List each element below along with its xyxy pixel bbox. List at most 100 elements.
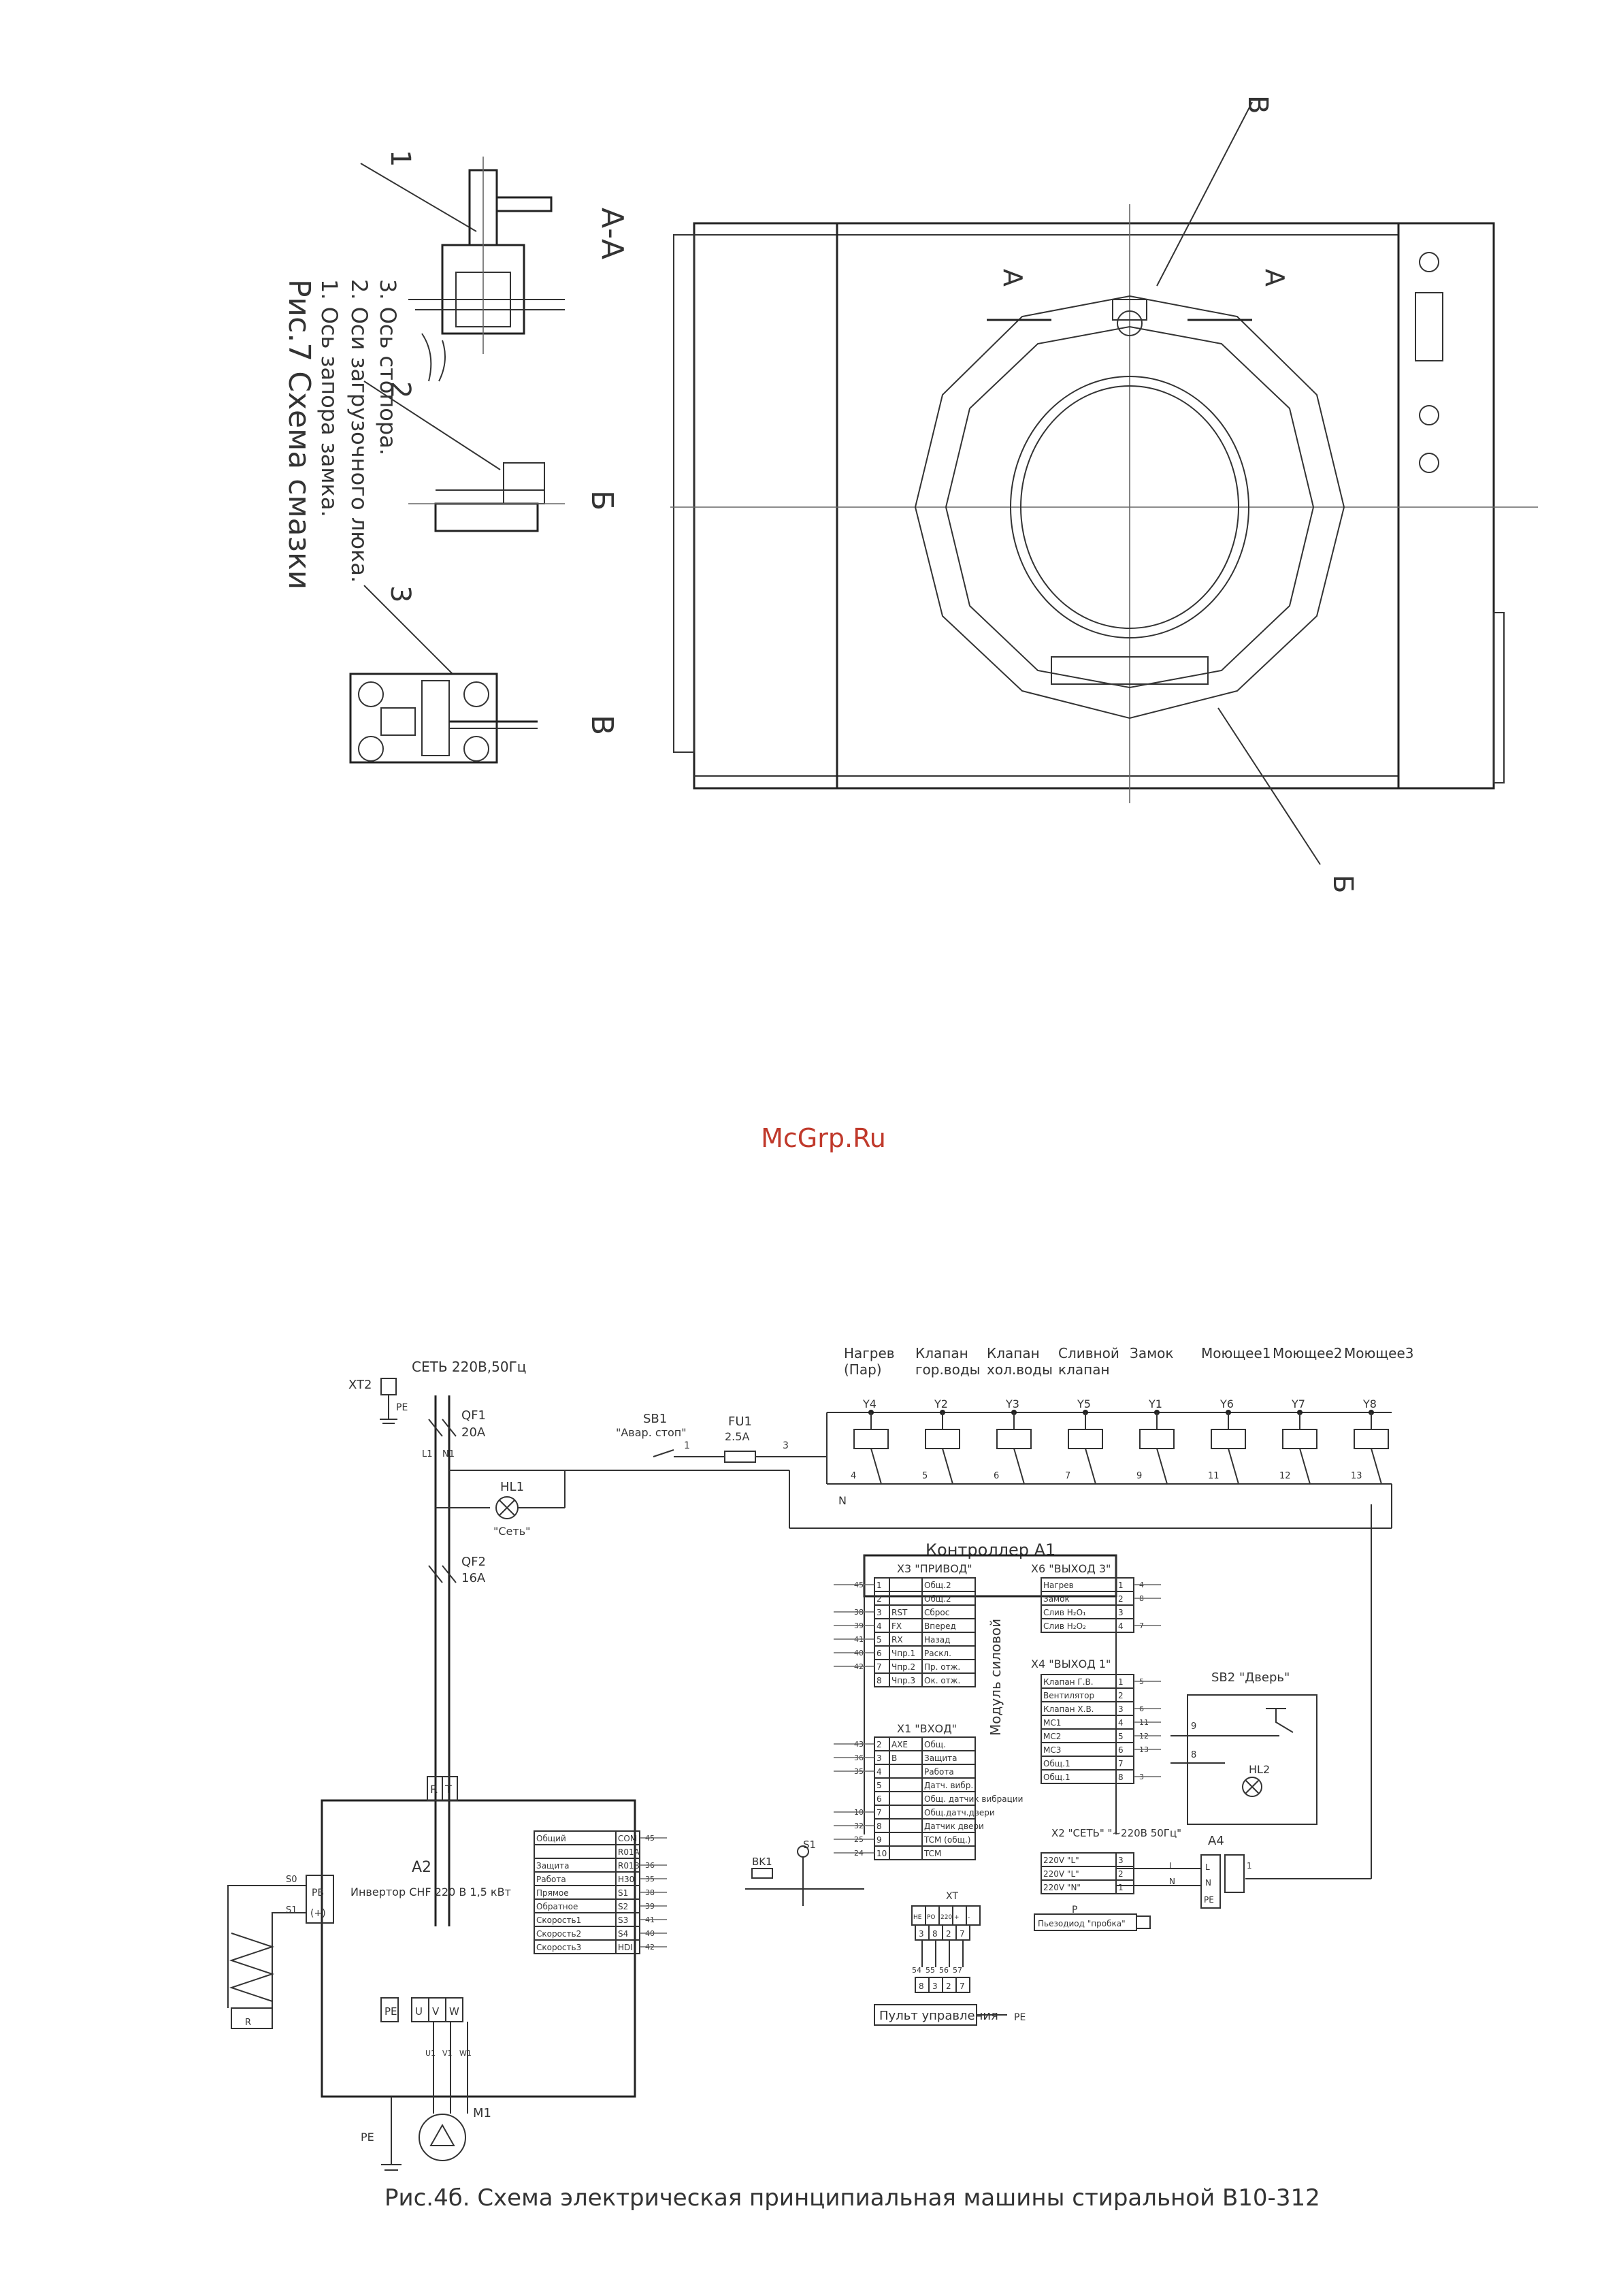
load-ref: Y8 bbox=[1362, 1397, 1377, 1410]
lubrication-item-2: 2. Оси загрузочного люка. bbox=[346, 279, 372, 583]
qf2-label: QF2 bbox=[461, 1555, 486, 1569]
callout-3: 3 bbox=[384, 585, 416, 602]
load-label: Клапан bbox=[915, 1345, 968, 1361]
connector-n: 9 bbox=[877, 1835, 882, 1845]
xt-head-label: 220 bbox=[940, 1914, 952, 1921]
motor-wire: V1 bbox=[442, 2049, 453, 2058]
connector-label: Общ. bbox=[924, 1740, 946, 1749]
sb1-label: SB1 bbox=[643, 1412, 667, 1426]
connector-label: Защита bbox=[924, 1753, 957, 1763]
lubrication-caption-block: Рис.7 Схема смазки 1. Ось запора замка. … bbox=[282, 279, 401, 589]
connector-code: RX bbox=[891, 1635, 903, 1645]
connector-cell bbox=[1115, 1879, 1134, 1894]
connector-label: Ок. отж. bbox=[924, 1676, 960, 1685]
load-label: Сливной bbox=[1058, 1345, 1119, 1361]
pb-label: PB bbox=[312, 1888, 324, 1898]
load-return bbox=[1299, 1448, 1311, 1485]
xt-head-label: PO bbox=[927, 1914, 936, 1921]
connector-label: Замок bbox=[1043, 1594, 1070, 1604]
connector-label: Назад bbox=[924, 1635, 950, 1645]
load-coil bbox=[996, 1429, 1032, 1449]
connector-label: Клапан Г.В. bbox=[1043, 1677, 1094, 1687]
load-label: Моющее1 bbox=[1201, 1345, 1271, 1361]
load-ref: Y5 bbox=[1077, 1397, 1091, 1410]
s1-label: S1 bbox=[803, 1839, 816, 1851]
connector-code: B bbox=[891, 1753, 897, 1763]
load-return bbox=[1228, 1448, 1239, 1485]
connector-label: 220V "N" bbox=[1043, 1883, 1081, 1892]
connector-cell bbox=[889, 1577, 923, 1592]
qf1-rating: 20A bbox=[461, 1425, 486, 1440]
hl1-label: HL1 bbox=[500, 1480, 524, 1494]
connector-label: Общ.1 bbox=[1043, 1759, 1070, 1768]
section-mark-left: А bbox=[998, 269, 1028, 287]
connector-n: 1 bbox=[877, 1581, 882, 1590]
connector-code: R01B bbox=[618, 1861, 640, 1871]
load-wire: 11 bbox=[1208, 1471, 1219, 1481]
connector-label: Общ.2 bbox=[924, 1594, 951, 1604]
connector-n: 2 bbox=[1118, 1594, 1124, 1604]
sb1-caption: "Авар. стоп" bbox=[616, 1426, 687, 1439]
connector-label: Слив Н₂О₂ bbox=[1043, 1621, 1086, 1631]
load-ref: Y7 bbox=[1291, 1397, 1305, 1410]
load-wire: 6 bbox=[994, 1471, 999, 1481]
connector-label: Датчик двери bbox=[924, 1822, 984, 1831]
load-ref: Y2 bbox=[934, 1397, 948, 1410]
connector-cell bbox=[921, 1672, 976, 1687]
xt-pin-bottom: 2 bbox=[946, 1982, 951, 1991]
power-module-label: Модуль силовой bbox=[987, 1619, 1004, 1736]
connector-label: Сброс bbox=[924, 1608, 949, 1617]
connector-code: R01A bbox=[618, 1847, 640, 1857]
connector-code: S3 bbox=[618, 1915, 628, 1925]
load-label: Нагрев bbox=[844, 1345, 895, 1361]
motor-terminal bbox=[380, 1997, 399, 2022]
connector-cell bbox=[889, 1764, 923, 1779]
sb2-wire-9: 9 bbox=[1191, 1721, 1196, 1732]
connector-label: Общий bbox=[536, 1834, 566, 1843]
controller-title: Контроллер А1 bbox=[926, 1540, 1055, 1559]
connector-label: МС2 bbox=[1043, 1732, 1061, 1741]
connector-label: Обратное bbox=[536, 1902, 578, 1911]
a4-wire-1: 1 bbox=[1247, 1861, 1252, 1871]
view-b-label: Б bbox=[585, 490, 619, 511]
load-wire: 7 bbox=[1065, 1471, 1070, 1481]
load-wire: 13 bbox=[1351, 1471, 1362, 1481]
connector-n: 3 bbox=[1118, 1608, 1124, 1617]
load-wire: 4 bbox=[851, 1471, 856, 1481]
connector-label: Скорость2 bbox=[536, 1929, 581, 1939]
load-return bbox=[942, 1448, 953, 1485]
pb-wire-s0: S0 bbox=[286, 1875, 297, 1885]
load-wire: 5 bbox=[922, 1471, 928, 1481]
motor-terminal-label: PE bbox=[384, 2005, 397, 2018]
connector-cell bbox=[889, 1805, 923, 1820]
detail-v: 3 В bbox=[349, 585, 619, 764]
connector-n: 5 bbox=[877, 1635, 882, 1645]
connector-cell bbox=[534, 1844, 617, 1859]
load-wire: 12 bbox=[1279, 1471, 1291, 1481]
n1-label: N1 bbox=[442, 1449, 455, 1459]
connector-label: 220V "L" bbox=[1043, 1856, 1079, 1865]
load-return bbox=[1013, 1448, 1025, 1485]
xt-head-label: - bbox=[968, 1914, 970, 1921]
wire-1-label: 1 bbox=[684, 1440, 690, 1451]
qf1-label: QF1 bbox=[461, 1408, 486, 1423]
schematic-caption: Рис.4б. Схема электрическая принципиальн… bbox=[384, 2184, 1320, 2212]
fu1-label: FU1 bbox=[728, 1414, 752, 1429]
qf2-rating: 16A bbox=[461, 1571, 486, 1585]
x4-title: X4 "ВЫХОД 1" bbox=[1031, 1658, 1111, 1670]
connector-n: 1 bbox=[1118, 1883, 1124, 1892]
xt2-pe-label: PE bbox=[396, 1402, 408, 1413]
motor-wire: W1 bbox=[459, 2049, 472, 2058]
motor-terminal-label: W bbox=[449, 2005, 459, 2018]
connector-label: Вперед bbox=[924, 1621, 956, 1631]
load-coil bbox=[1139, 1429, 1175, 1449]
connector-code: S2 bbox=[618, 1902, 628, 1911]
xt2-label: XT2 bbox=[348, 1378, 372, 1392]
connector-cell bbox=[889, 1591, 923, 1606]
